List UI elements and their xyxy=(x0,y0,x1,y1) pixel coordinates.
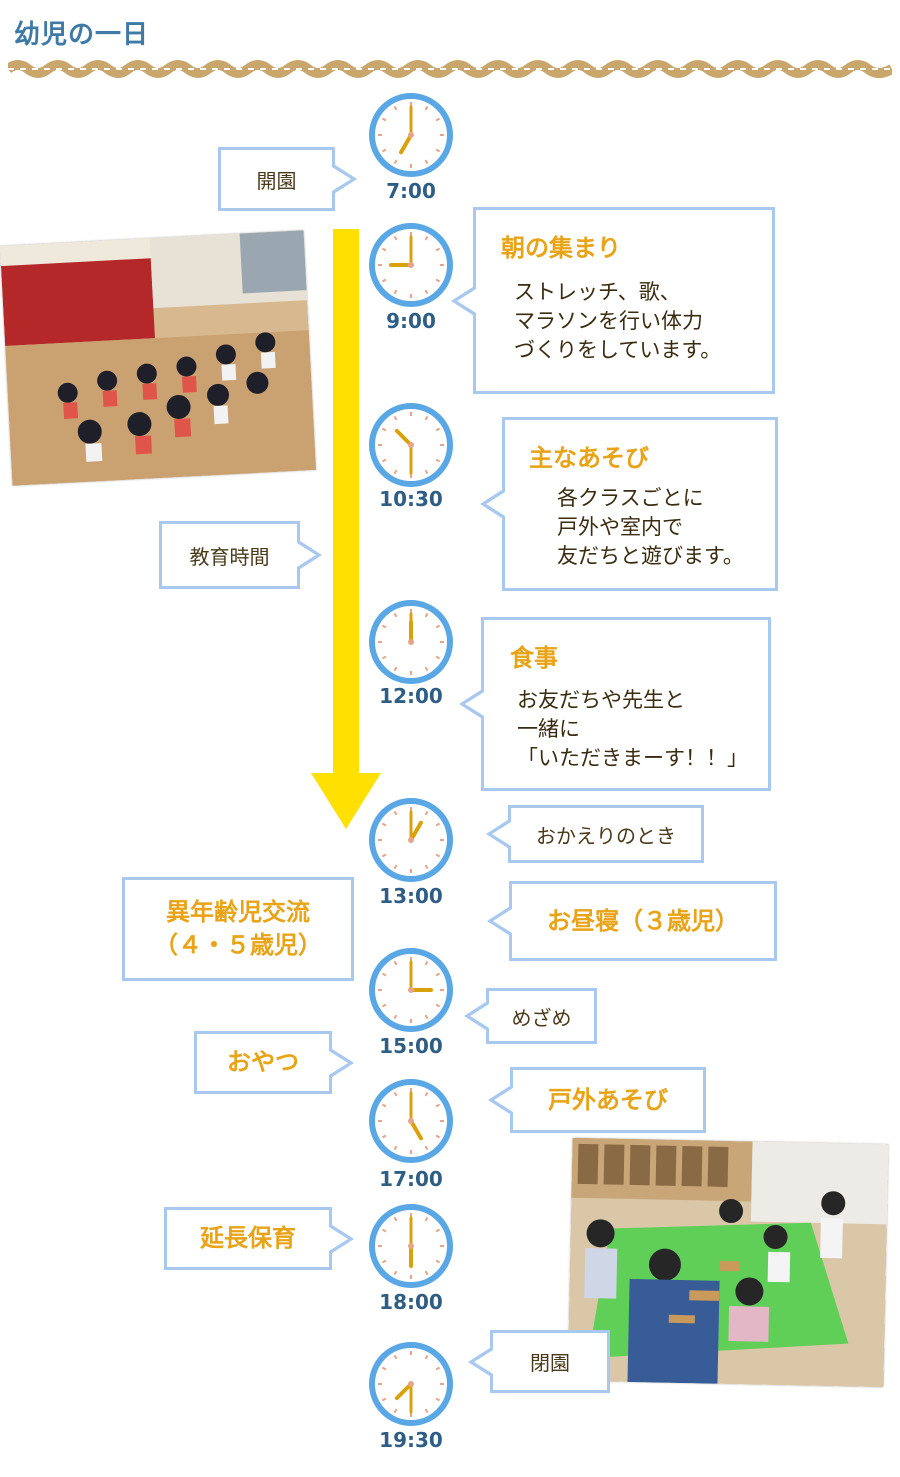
clock-9-00-icon xyxy=(369,223,453,307)
clock-15-00-icon xyxy=(369,948,453,1032)
page-title: 幼児の一日 xyxy=(14,20,150,50)
education-time-arrowhead xyxy=(311,773,381,829)
morning-exercise-photo xyxy=(0,230,317,486)
morning-assembly-bubble: 朝の集まり ストレッチ、歌、 マラソンを行い体力 づくりをしています。 xyxy=(451,207,775,394)
clock-10-30-icon xyxy=(369,403,453,487)
gym-scene-illustration xyxy=(0,230,317,486)
exchange-line-1: 異年齢児交流 xyxy=(166,898,310,926)
clock-12-00-icon xyxy=(369,600,453,684)
meal-line-1: お友だちや先生と xyxy=(517,688,685,712)
outdoor-play-label: 戸外あそび xyxy=(548,1085,668,1114)
exchange-line-2: （４・５歳児） xyxy=(154,931,322,959)
outdoor-play-bubble: 戸外あそび xyxy=(488,1067,706,1133)
closing-label: 閉園 xyxy=(530,1351,570,1375)
morning-line-2: マラソンを行い体力 xyxy=(514,309,703,333)
time-label-19-30: 19:30 xyxy=(379,1428,443,1452)
education-time-label: 教育時間 xyxy=(189,544,270,569)
meal-body: お友だちや先生と 一緒に 「いただきまーす！！」 xyxy=(517,686,748,773)
going-home-bubble: おかえりのとき xyxy=(486,805,704,863)
nap-label: お昼寝（３歳児） xyxy=(547,906,739,935)
clock-7-00-icon xyxy=(369,93,453,177)
opening-label: 開園 xyxy=(256,168,297,193)
time-label-13-00: 13:00 xyxy=(379,884,443,908)
play-line-2: 戸外や室内で xyxy=(557,515,683,539)
meal-line-2: 一緒に xyxy=(517,717,580,741)
play-line-1: 各クラスごとに xyxy=(557,486,704,510)
meal-line-3: 「いただきまーす！！」 xyxy=(517,746,748,770)
morning-assembly-body: ストレッチ、歌、 マラソンを行い体力 づくりをしています。 xyxy=(514,278,721,365)
main-play-bubble: 主なあそび 各クラスごとに 戸外や室内で 友だちと遊びます。 xyxy=(480,417,778,591)
classroom-scene-illustration xyxy=(567,1137,889,1388)
time-label-17-00: 17:00 xyxy=(379,1167,443,1191)
rope-divider xyxy=(8,60,892,78)
meal-bubble: 食事 お友だちや先生と 一緒に 「いただきまーす！！」 xyxy=(459,617,771,791)
time-label-7-00: 7:00 xyxy=(386,179,436,203)
extended-care-bubble: 延長保育 xyxy=(164,1207,354,1270)
classroom-play-photo xyxy=(567,1137,889,1388)
extended-care-label: 延長保育 xyxy=(200,1224,296,1252)
education-time-arrow xyxy=(333,229,359,775)
closing-bubble: 閉園 xyxy=(468,1330,610,1393)
nap-bubble: お昼寝（３歳児） xyxy=(487,881,777,961)
snack-bubble: おやつ xyxy=(194,1031,354,1094)
opening-bubble: 開園 xyxy=(218,147,357,211)
morning-line-1: ストレッチ、歌、 xyxy=(514,280,681,304)
time-label-15-00: 15:00 xyxy=(379,1034,443,1058)
going-home-label: おかえりのとき xyxy=(536,823,676,848)
exchange-bubble: 異年齢児交流 （４・５歳児） xyxy=(122,877,354,981)
clock-18-00-icon xyxy=(369,1204,453,1288)
snack-label: おやつ xyxy=(227,1048,299,1076)
time-label-9-00: 9:00 xyxy=(386,309,436,333)
main-play-body: 各クラスごとに 戸外や室内で 友だちと遊びます。 xyxy=(557,484,744,571)
wake-up-label: めざめ xyxy=(511,1005,572,1030)
meal-title: 食事 xyxy=(510,644,558,672)
clock-19-30-icon xyxy=(369,1342,453,1426)
time-label-18-00: 18:00 xyxy=(379,1290,443,1314)
clock-17-00-icon xyxy=(369,1079,453,1163)
time-label-12-00: 12:00 xyxy=(379,684,443,708)
morning-line-3: づくりをしています。 xyxy=(514,338,722,362)
clock-13-00-icon xyxy=(369,798,453,882)
morning-assembly-title: 朝の集まり xyxy=(501,234,621,262)
wake-up-bubble: めざめ xyxy=(464,988,597,1044)
main-play-title: 主なあそび xyxy=(529,444,649,472)
time-label-10-30: 10:30 xyxy=(379,487,443,511)
play-line-3: 友だちと遊びます。 xyxy=(557,544,744,568)
education-time-bubble: 教育時間 xyxy=(159,521,322,589)
